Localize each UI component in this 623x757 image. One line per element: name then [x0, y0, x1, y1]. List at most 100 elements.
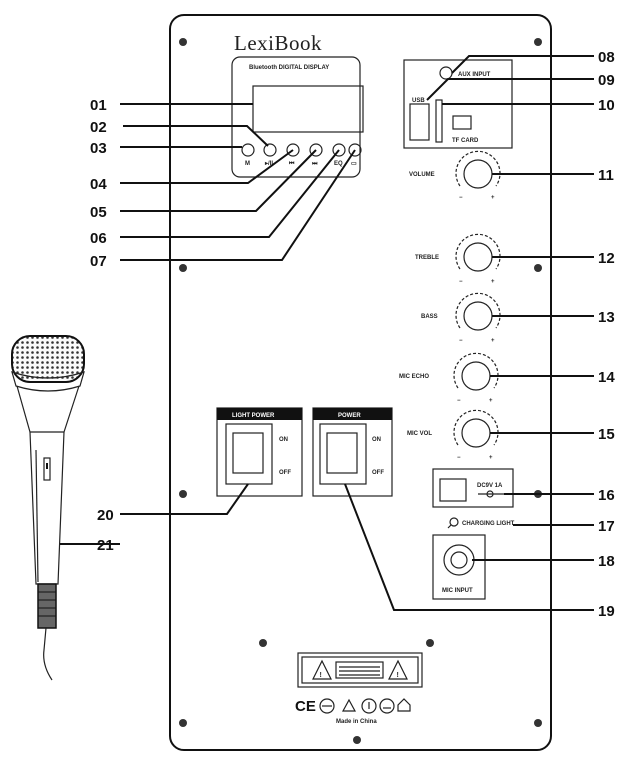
callout-number: 20 — [97, 507, 114, 524]
power-module — [312, 407, 393, 497]
svg-text:−: − — [459, 279, 463, 285]
callout-number: 05 — [90, 204, 107, 221]
callout-number: 08 — [598, 49, 615, 66]
usb-port[interactable] — [409, 103, 430, 141]
svg-text:+: + — [489, 455, 493, 461]
usb-label: USB — [412, 98, 425, 104]
made-in-label: Made in China — [336, 719, 377, 725]
screw-icon — [179, 38, 187, 46]
svg-text:!: ! — [320, 672, 322, 679]
callout-number: 19 — [598, 603, 615, 620]
power-switch[interactable] — [319, 423, 367, 485]
mic-input-module — [432, 534, 486, 600]
knob-mic-echo-label: MIC ECHO — [399, 374, 429, 380]
sd-card-icon — [452, 115, 472, 130]
aux-input-label: AUX INPUT — [458, 72, 491, 78]
microphone-icon — [11, 335, 85, 681]
display-module — [231, 56, 361, 178]
svg-text:+: + — [491, 195, 495, 201]
previous-button[interactable] — [286, 143, 300, 157]
eq-button[interactable] — [332, 143, 346, 157]
dc-input-port[interactable] — [439, 478, 467, 502]
screws — [179, 38, 542, 744]
svg-text:−: − — [457, 455, 461, 461]
callout-number: 15 — [598, 426, 615, 443]
screw-icon — [534, 719, 542, 727]
mic-input-label: MIC INPUT — [442, 588, 473, 594]
callout-number: 16 — [598, 487, 615, 504]
svg-text:+: + — [491, 338, 495, 344]
brand-logo: LexiBook — [234, 31, 322, 55]
svg-text:−: − — [459, 338, 463, 344]
knob-volume[interactable]: −+ — [455, 150, 501, 201]
screw-icon — [426, 639, 434, 647]
dc-input-module — [432, 468, 514, 508]
info-icon — [361, 698, 377, 714]
callout-lines — [60, 55, 594, 611]
knob-volume-label: VOLUME — [409, 172, 435, 178]
lcd-display — [252, 85, 364, 133]
screw-icon — [259, 639, 267, 647]
light-power-switch[interactable] — [225, 423, 273, 485]
callout-number: 12 — [598, 250, 615, 267]
knob-mic-echo[interactable]: −+ — [453, 352, 499, 404]
callout-number: 10 — [598, 97, 615, 114]
screw-icon — [179, 490, 187, 498]
tf-card-label: TF CARD — [452, 138, 479, 144]
warning-plate — [297, 652, 423, 688]
power-label: POWER — [338, 413, 361, 419]
screw-icon — [353, 736, 361, 744]
dc-input-label: DC9V 1A — [477, 483, 503, 489]
callout-number: 07 — [90, 253, 107, 270]
ground-icon — [379, 698, 395, 714]
certification-icons: CE — [295, 698, 411, 715]
screw-icon — [534, 38, 542, 46]
svg-text:+: + — [489, 398, 493, 404]
knob-bass-label: BASS — [421, 314, 438, 320]
screw-icon — [534, 264, 542, 272]
power-on-label: ON — [372, 437, 381, 443]
button-label: ▸/II — [264, 161, 273, 167]
panel-outline — [169, 14, 552, 751]
knob-mic-vol-label: MIC VOL — [407, 431, 432, 437]
callout-number: 06 — [90, 230, 107, 247]
button-labels: M ▸/II ⏮ ⏭ EQ ▭ — [245, 161, 357, 167]
ce-mark-icon: CE — [295, 698, 316, 715]
callout-number: 17 — [598, 518, 615, 535]
svg-text:!: ! — [397, 672, 399, 679]
svg-text:−: − — [459, 195, 463, 201]
knob-treble[interactable]: −+ — [455, 233, 501, 285]
charging-light-icon — [447, 517, 459, 529]
play-pause-button[interactable] — [263, 143, 277, 157]
callout-number: 04 — [90, 176, 107, 193]
light-power-off-label: OFF — [279, 470, 291, 476]
mic-input-jack-inner — [450, 551, 468, 569]
repeat-button[interactable] — [348, 143, 362, 157]
callout-numbers: 01 02 03 04 05 06 07 20 21 08 09 10 11 1… — [90, 49, 615, 620]
callout-number: 14 — [598, 369, 615, 386]
knob-treble-label: TREBLE — [415, 255, 439, 261]
callout-number: 09 — [598, 72, 615, 89]
callout-number: 03 — [90, 140, 107, 157]
next-button[interactable] — [309, 143, 323, 157]
knob-bass[interactable]: −+ — [455, 292, 501, 344]
callout-number: 02 — [90, 119, 107, 136]
mic-input-jack[interactable] — [443, 544, 475, 576]
svg-text:−: − — [457, 398, 461, 404]
tf-card-slot[interactable] — [435, 99, 443, 143]
aux-input-jack[interactable] — [439, 66, 453, 80]
knob-mic-vol[interactable]: −+ — [453, 409, 499, 461]
screw-icon — [179, 719, 187, 727]
screw-icon — [179, 264, 187, 272]
button-label: ▭ — [351, 161, 357, 167]
warning-triangle-icon: ! — [312, 659, 332, 680]
light-power-on-label: ON — [279, 437, 288, 443]
control-buttons — [241, 143, 362, 157]
light-power-module — [216, 407, 303, 497]
power-off-label: OFF — [372, 470, 384, 476]
warning-triangle-icon: ! — [388, 659, 408, 680]
mode-button[interactable] — [241, 143, 255, 157]
callout-number: 18 — [598, 553, 615, 570]
polarity-icon — [478, 490, 504, 498]
callout-number: 21 — [97, 537, 114, 554]
